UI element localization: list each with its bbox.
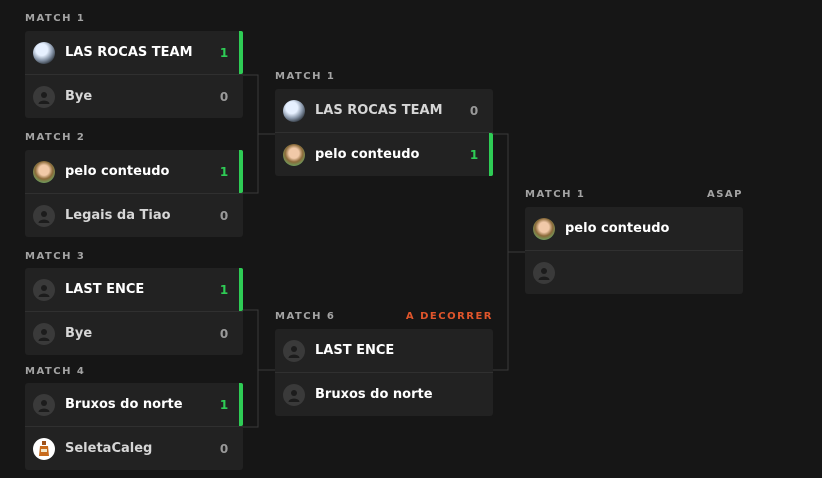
team-row[interactable]: Bruxos do norte	[275, 372, 493, 416]
winner-indicator	[239, 150, 243, 193]
team-score: 1	[219, 164, 229, 179]
match-label: MATCH 6	[275, 311, 336, 322]
team-row[interactable]: Bye 0	[25, 311, 243, 355]
team-score: 0	[219, 89, 229, 104]
team-logo-icon	[33, 437, 55, 460]
team-name: Bruxos do norte	[315, 387, 433, 402]
team-row[interactable]: pelo conteudo 1	[275, 132, 493, 176]
team-name: LAS ROCAS TEAM	[65, 45, 193, 60]
match-label: MATCH 2	[25, 132, 86, 143]
team-score: 1	[219, 282, 229, 297]
default-user-icon	[283, 339, 305, 362]
team-avatar	[33, 160, 55, 183]
team-score: 0	[219, 208, 229, 223]
match-label: MATCH 1	[525, 189, 586, 200]
default-user-icon	[33, 278, 55, 301]
match-card[interactable]: LAS ROCAS TEAM 1 Bye 0	[25, 31, 243, 118]
team-name: Bye	[65, 326, 93, 341]
match-label: MATCH 4	[25, 366, 86, 377]
winner-indicator	[239, 383, 243, 426]
team-score: 1	[219, 45, 229, 60]
match-label: MATCH 3	[25, 251, 86, 262]
match-label: MATCH 1	[275, 71, 336, 82]
team-name: LAST ENCE	[65, 282, 145, 297]
default-user-icon	[33, 393, 55, 416]
team-row[interactable]: pelo conteudo	[525, 207, 743, 250]
team-name: SeletaCaleg	[65, 441, 153, 456]
team-row[interactable]	[525, 250, 743, 294]
team-avatar	[283, 143, 305, 166]
default-user-icon	[33, 322, 55, 345]
team-name: pelo conteudo	[65, 164, 170, 179]
team-row[interactable]: pelo conteudo 1	[25, 150, 243, 193]
team-row[interactable]: LAS ROCAS TEAM 1	[25, 31, 243, 74]
team-row[interactable]: LAS ROCAS TEAM 0	[275, 89, 493, 132]
team-name: Bye	[65, 89, 93, 104]
default-user-icon	[533, 261, 555, 284]
default-user-icon	[33, 204, 55, 227]
team-row[interactable]: LAST ENCE	[275, 329, 493, 372]
team-name: Bruxos do norte	[65, 397, 183, 412]
team-avatar	[283, 99, 305, 122]
team-row[interactable]: Bye 0	[25, 74, 243, 118]
team-row[interactable]: LAST ENCE 1	[25, 268, 243, 311]
team-row[interactable]: Legais da Tiao 0	[25, 193, 243, 237]
team-name: Legais da Tiao	[65, 208, 171, 223]
team-name: pelo conteudo	[565, 221, 670, 236]
match-card[interactable]: LAS ROCAS TEAM 0 pelo conteudo 1	[275, 89, 493, 176]
match-card[interactable]: Bruxos do norte 1 SeletaCaleg 0	[25, 383, 243, 470]
team-avatar	[533, 217, 555, 240]
winner-indicator	[239, 268, 243, 311]
team-score: 1	[469, 147, 479, 162]
team-score: 0	[219, 326, 229, 341]
default-user-icon	[283, 383, 305, 406]
team-score: 0	[219, 441, 229, 456]
match-card[interactable]: pelo conteudo	[525, 207, 743, 294]
match-status-live: A DECORRER	[405, 311, 493, 322]
match-card[interactable]: LAST ENCE Bruxos do norte	[275, 329, 493, 416]
team-name: pelo conteudo	[315, 147, 420, 162]
winner-indicator	[489, 133, 493, 176]
match-card[interactable]: pelo conteudo 1 Legais da Tiao 0	[25, 150, 243, 237]
team-name: LAS ROCAS TEAM	[315, 103, 443, 118]
team-score: 0	[469, 103, 479, 118]
team-name: LAST ENCE	[315, 343, 395, 358]
match-card[interactable]: LAST ENCE 1 Bye 0	[25, 268, 243, 355]
team-row[interactable]: Bruxos do norte 1	[25, 383, 243, 426]
team-avatar	[33, 41, 55, 64]
match-status-asap: ASAP	[706, 189, 743, 200]
team-row[interactable]: SeletaCaleg 0	[25, 426, 243, 470]
match-label: MATCH 1	[25, 13, 86, 24]
team-score: 1	[219, 397, 229, 412]
winner-indicator	[239, 31, 243, 74]
default-user-icon	[33, 85, 55, 108]
